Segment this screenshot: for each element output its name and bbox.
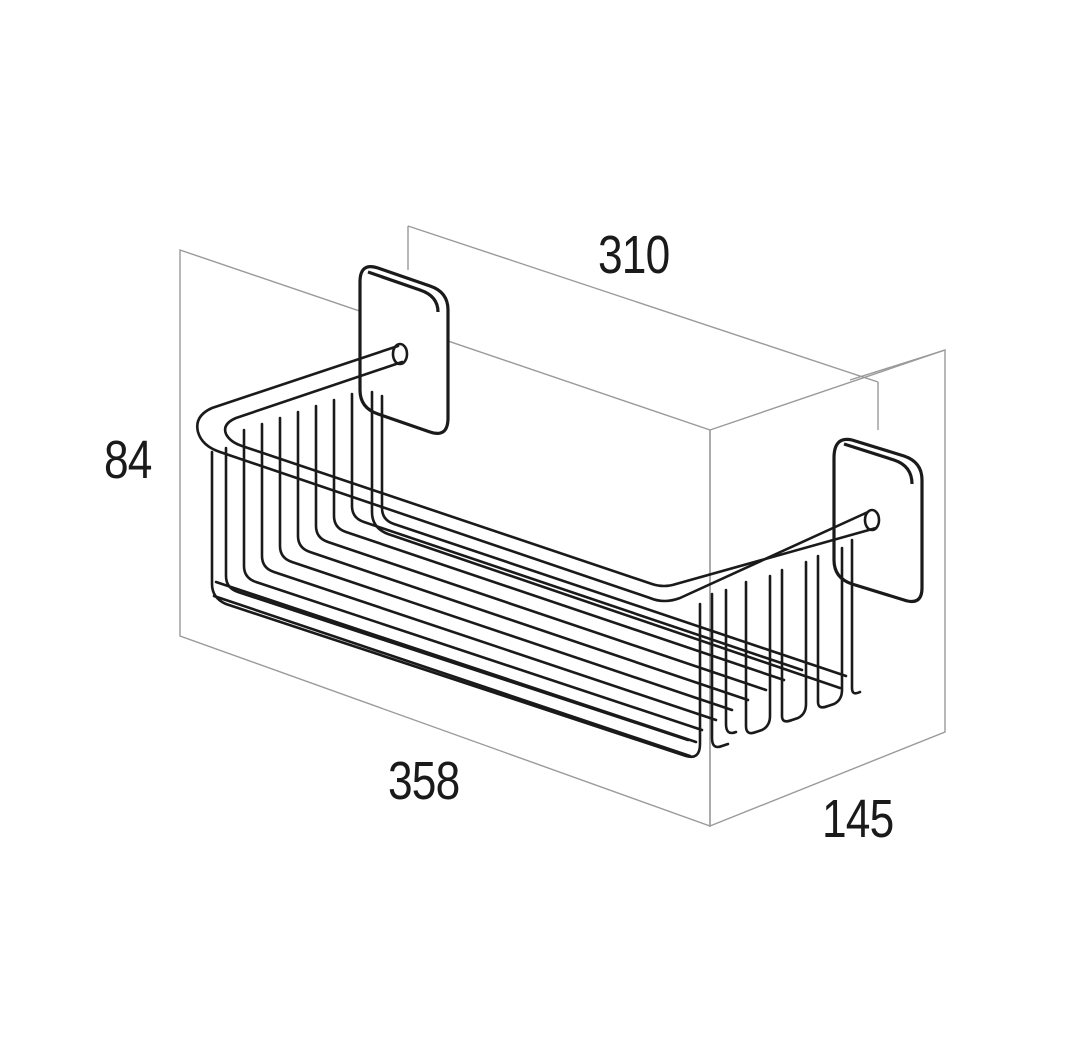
- bbox-right-face: [709, 349, 946, 828]
- dimension-label-depth: 145: [822, 789, 894, 849]
- bottom-wire-2: [214, 580, 698, 744]
- mount-plate-left-edge: [367, 270, 440, 313]
- bbox-back-top-edge: [407, 225, 879, 383]
- top-rail-inner: [223, 360, 878, 588]
- mount-plate-right-edge: [843, 442, 914, 485]
- left-wire-3: [242, 428, 704, 732]
- right-wire-4: [780, 560, 808, 723]
- right-wire-2: [724, 588, 738, 735]
- left-wire-8: [332, 398, 786, 682]
- left-wire-1: [210, 450, 702, 759]
- dimension-label-front-width: 358: [388, 751, 460, 811]
- rail-cap-right: [863, 508, 881, 532]
- rail-cap-left: [391, 342, 409, 366]
- right-wire-3: [744, 574, 772, 735]
- mount-plate-left: [358, 265, 450, 435]
- dimension-label-height: 84: [104, 430, 152, 490]
- top-rail-outer: [196, 344, 870, 603]
- left-wire-7: [314, 404, 768, 692]
- bbox-top-diagonal: [849, 349, 946, 381]
- left-wire-9: [350, 392, 804, 672]
- right-wire-6: [850, 538, 862, 695]
- mount-plates: [358, 265, 924, 604]
- back-frame-inner: [380, 394, 848, 678]
- bottom-wire-1: [212, 594, 692, 758]
- left-wire-4: [260, 422, 718, 722]
- basket-wires: [196, 342, 881, 759]
- dimension-label-back-width: 310: [598, 225, 670, 285]
- bounding-box: [179, 225, 946, 828]
- left-wire-5: [278, 416, 734, 712]
- right-wire-5: [816, 546, 844, 709]
- right-wire-1: [710, 592, 730, 749]
- left-wire-6: [296, 410, 750, 702]
